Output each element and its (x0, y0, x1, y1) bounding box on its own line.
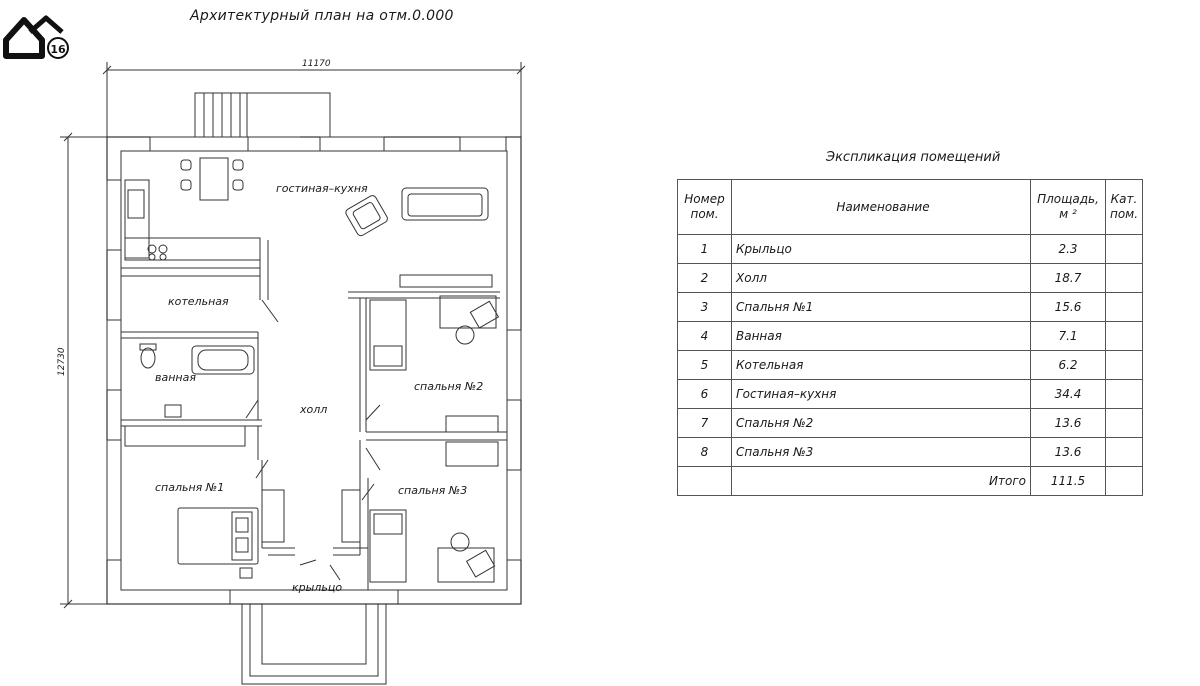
cell-name: Гостиная–кухня (731, 379, 1031, 409)
room-label-porch: крыльцо (292, 581, 342, 594)
room-label-bath: ванная (155, 371, 196, 384)
total-value: 111.5 (1030, 466, 1106, 496)
cell-area: 6.2 (1030, 350, 1106, 380)
table-row: 1 Крыльцо 2.3 (677, 234, 1143, 264)
cell-area: 13.6 (1030, 437, 1106, 467)
dim-width: 11170 (302, 59, 331, 69)
room-label-boiler: котельная (168, 295, 229, 308)
header-name: Наименование (731, 179, 1031, 235)
cell-num: 7 (677, 408, 732, 438)
cell-area: 15.6 (1030, 292, 1106, 322)
explication-title: Экспликация помещений (826, 150, 1001, 165)
total-label: Итого (731, 466, 1031, 496)
cell-name: Котельная (731, 350, 1031, 380)
cell-cat (1105, 263, 1143, 293)
cell-name: Ванная (731, 321, 1031, 351)
cell-cat (1105, 466, 1143, 496)
room-label-bedroom1: спальня №1 (155, 481, 224, 494)
header-area: Площадь, м ² (1030, 179, 1106, 235)
table-row: 4 Ванная 7.1 (677, 321, 1143, 351)
table-row: 6 Гостиная–кухня 34.4 (677, 379, 1143, 409)
cell-name: Спальня №3 (731, 437, 1031, 467)
table-row: 2 Холл 18.7 (677, 263, 1143, 293)
cell-num: 4 (677, 321, 732, 351)
table-row: 8 Спальня №3 13.6 (677, 437, 1143, 467)
cell-area: 18.7 (1030, 263, 1106, 293)
cell-num: 8 (677, 437, 732, 467)
table-row: 7 Спальня №2 13.6 (677, 408, 1143, 438)
cell-cat (1105, 350, 1143, 380)
cell-num: 5 (677, 350, 732, 380)
cell-area: 13.6 (1030, 408, 1106, 438)
cell-num (677, 466, 732, 496)
cell-cat (1105, 321, 1143, 351)
cell-name: Крыльцо (731, 234, 1031, 264)
header-cat: Кат. пом. (1105, 179, 1143, 235)
explication-table: Номер пом. Наименование Площадь, м ² Кат… (677, 179, 1143, 496)
cell-num: 3 (677, 292, 732, 322)
cell-num: 2 (677, 263, 732, 293)
cell-cat (1105, 234, 1143, 264)
cell-num: 1 (677, 234, 732, 264)
cell-cat (1105, 292, 1143, 322)
dim-height: 12730 (57, 347, 67, 376)
logo-badge: 16 (50, 43, 66, 56)
cell-name: Спальня №1 (731, 292, 1031, 322)
table-row: 5 Котельная 6.2 (677, 350, 1143, 380)
table-row: 3 Спальня №1 15.6 (677, 292, 1143, 322)
cell-area: 2.3 (1030, 234, 1106, 264)
room-label-hall: холл (299, 403, 327, 416)
cell-area: 7.1 (1030, 321, 1106, 351)
cell-area: 34.4 (1030, 379, 1106, 409)
cell-cat (1105, 408, 1143, 438)
cell-cat (1105, 379, 1143, 409)
floor-plan: 11170 12730 гостиная–кухня котельная ван… (57, 59, 526, 685)
room-label-bedroom3: спальня №3 (398, 484, 467, 497)
cell-cat (1105, 437, 1143, 467)
page-title: Архитектурный план на отм.0.000 (190, 8, 454, 24)
cell-num: 6 (677, 379, 732, 409)
cell-name: Холл (731, 263, 1031, 293)
header-num: Номер пом. (677, 179, 732, 235)
room-label-bedroom2: спальня №2 (414, 380, 483, 393)
cell-name: Спальня №2 (731, 408, 1031, 438)
house-logo: 16 (3, 15, 69, 59)
table-row-total: Итого 111.5 (677, 466, 1143, 496)
room-label-living-kitchen: гостиная–кухня (276, 182, 368, 195)
